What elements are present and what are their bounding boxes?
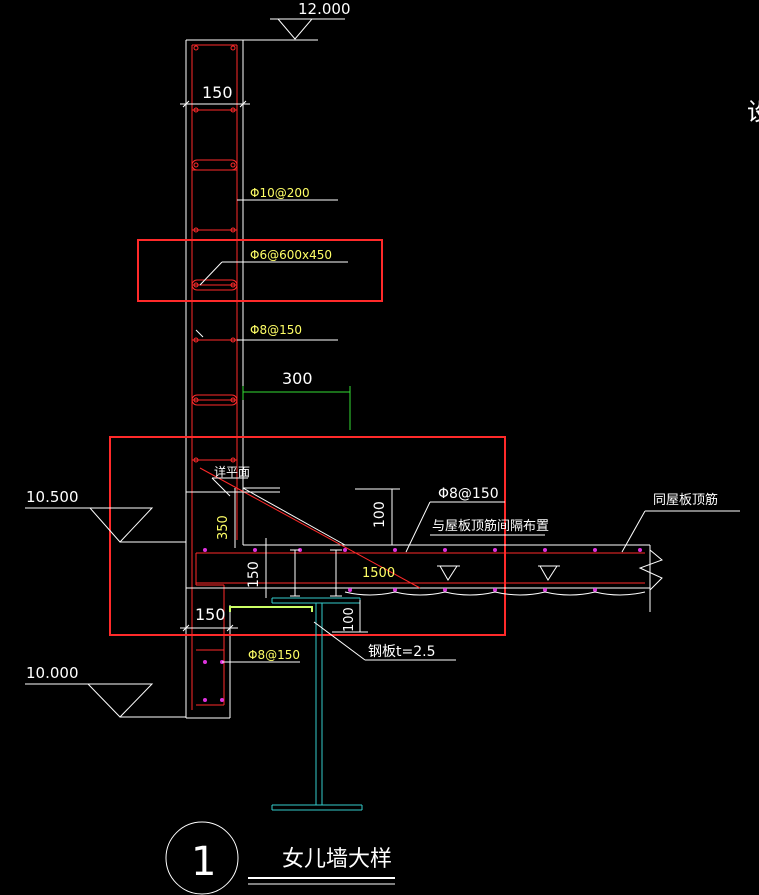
note-same-as-roof: 同屋板顶筋 <box>653 492 718 508</box>
elevation-roof-label: 10.500 <box>26 488 79 506</box>
slab-soffit-line <box>344 591 646 596</box>
highlight-box-slab-joint <box>109 436 506 636</box>
note-alternate-with-roof: 与屋板顶筋间隔布置 <box>432 518 549 534</box>
elevation-floor-label: 10.000 <box>26 664 79 682</box>
shear-studs <box>290 549 342 597</box>
detail-title: 女儿墙大样 <box>282 847 392 872</box>
steel-plate <box>229 606 313 612</box>
note-steel-plate: 钢板t=2.5 <box>368 644 435 660</box>
haunch-lines <box>186 477 346 546</box>
elevation-marker-floor <box>25 683 186 718</box>
dimension-haunch-height-label: 350 <box>216 515 231 540</box>
rebar-label-vertical: Φ10@200 <box>250 186 310 200</box>
dimension-wall-width-top-label: 150 <box>202 83 233 102</box>
parapet-wall <box>185 39 244 719</box>
dimension-slab-thickness-label: 100 <box>372 501 388 528</box>
dimension-beam <box>332 600 368 633</box>
dimension-slab-thickness <box>355 488 400 545</box>
rebar-label-stirrups: Φ8@150 <box>250 323 302 337</box>
dimension-anchor-length-label: 300 <box>282 369 313 388</box>
dimension-wall-width-bottom-label: 150 <box>195 605 226 624</box>
dimension-wall-width-bottom <box>180 624 238 632</box>
elevation-marker-top: 12.000 <box>242 0 351 41</box>
slab-rebar-leader <box>405 501 545 553</box>
note-see-plan: 详平面 <box>214 464 250 479</box>
elevation-top-label: 12.000 <box>298 0 351 18</box>
edge-text-fragment: 设 <box>747 98 759 126</box>
rebar-label-slab: Φ8@150 <box>438 486 499 502</box>
dimension-plate-height-label: 150 <box>246 561 262 588</box>
highlight-box-tie-bars <box>137 239 383 302</box>
same-as-roof-leader <box>621 510 740 553</box>
slab-rebar <box>195 467 645 589</box>
dimension-anchor-length <box>242 386 351 430</box>
elevation-marker-roof <box>25 507 186 543</box>
slab-rebar-dots <box>203 548 642 702</box>
steel-beam <box>271 597 363 811</box>
rebar-leaders <box>195 199 348 341</box>
detail-number-circle <box>165 821 239 895</box>
parapet-rebar-dots <box>193 45 236 463</box>
rebar-label-ties: Φ6@600x450 <box>250 248 332 262</box>
dimension-span-label: 1500 <box>362 566 395 581</box>
detail-number: 1 <box>191 839 216 885</box>
steel-plate-leader <box>313 621 456 661</box>
parapet-rebar-cage <box>191 44 238 710</box>
roof-slab <box>186 544 663 612</box>
dimension-beam-label: 100 <box>342 607 357 632</box>
slab-level-symbols <box>437 565 560 581</box>
rebar-label-lower: Φ8@150 <box>248 648 300 662</box>
dimension-wall-width-top <box>180 100 250 108</box>
